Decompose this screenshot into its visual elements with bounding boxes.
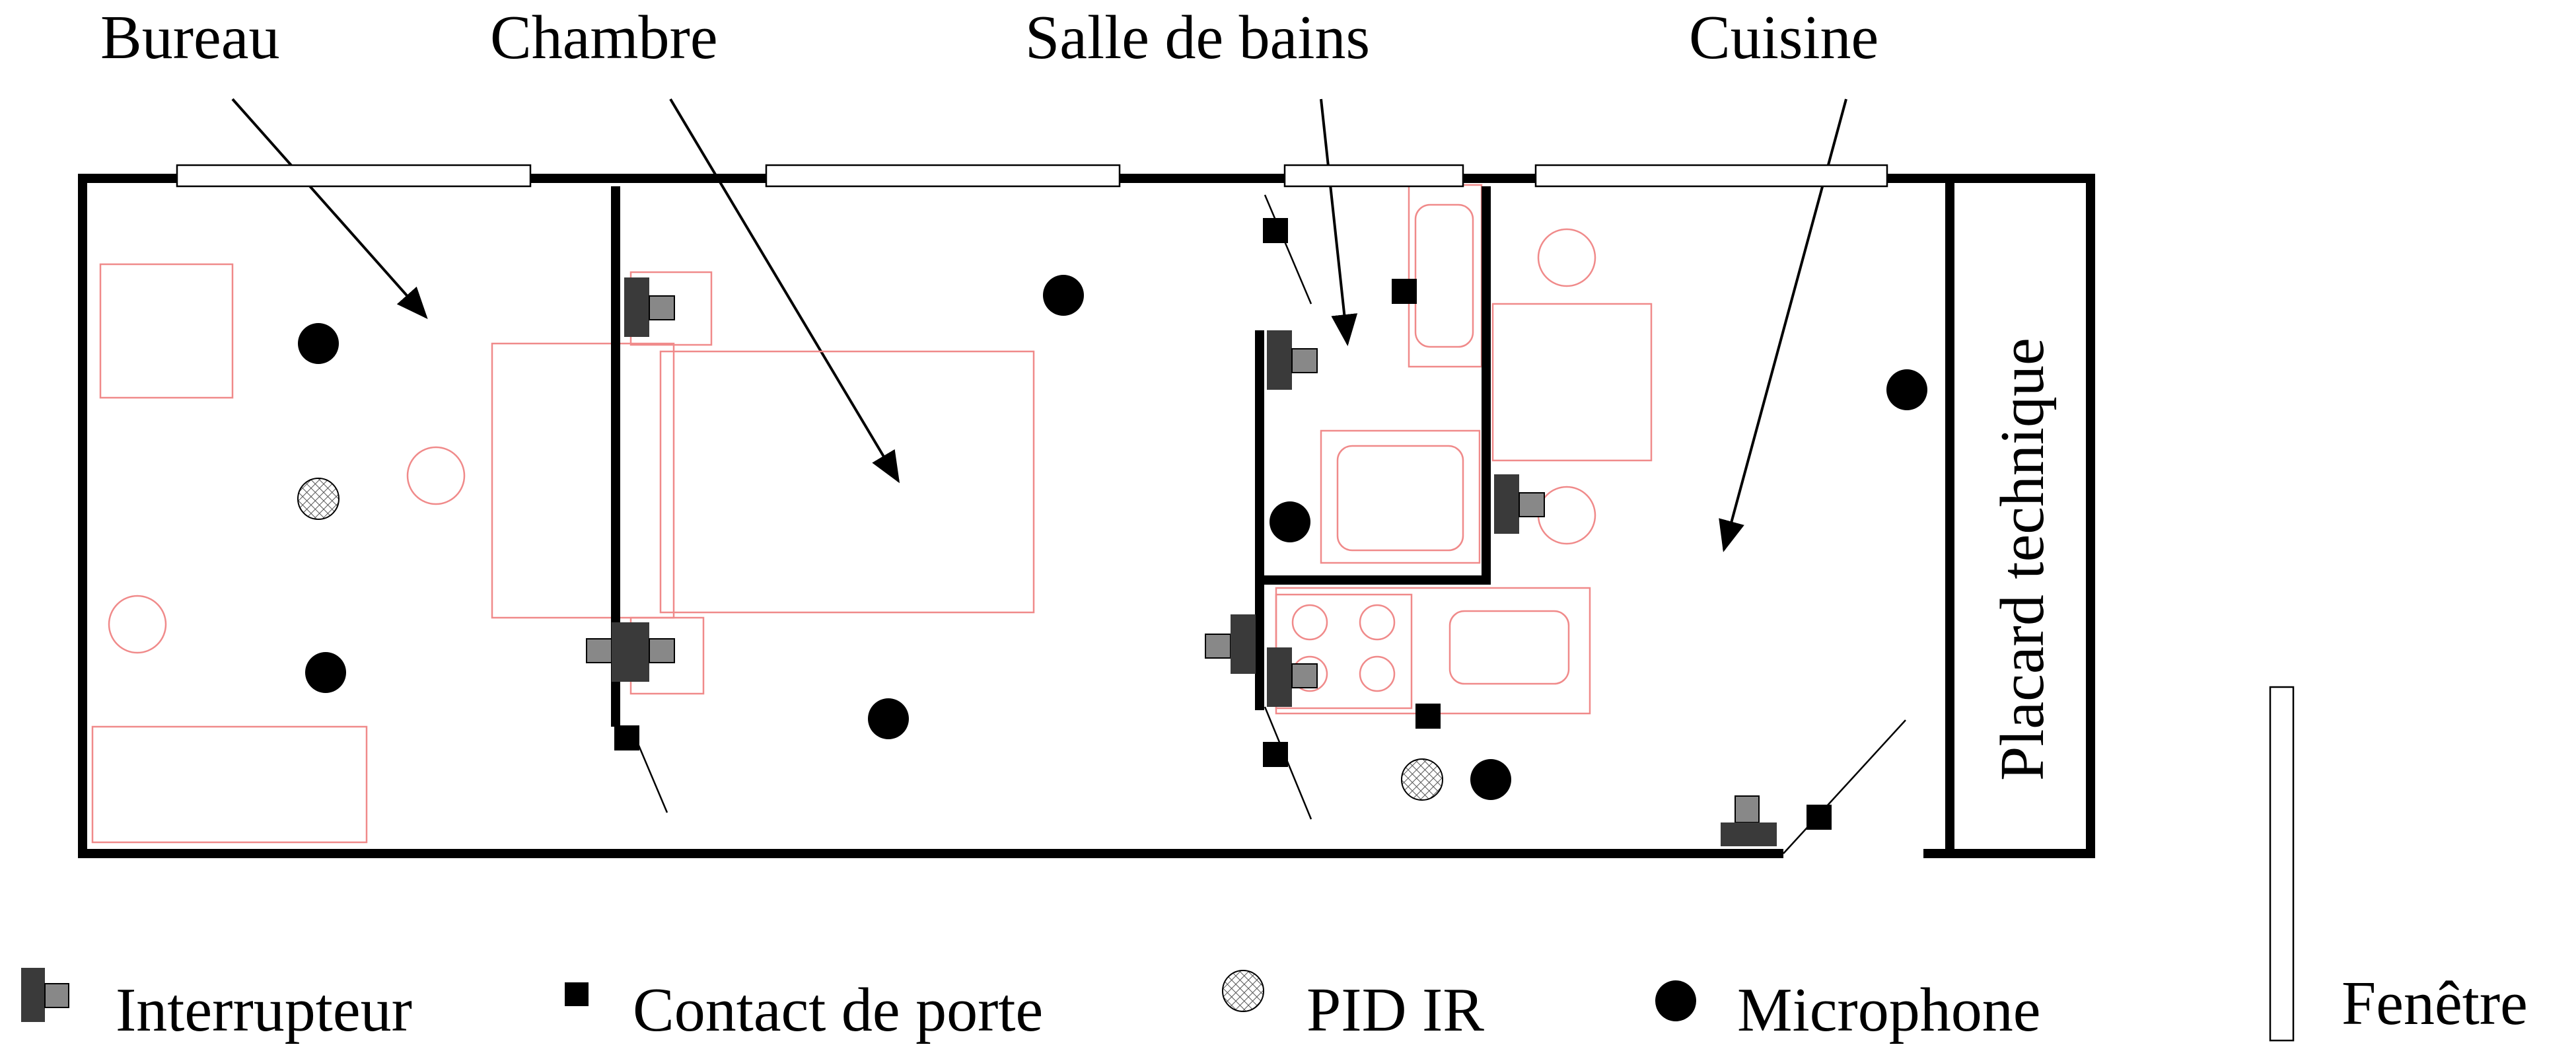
legend-contact-de-porte-icon xyxy=(565,982,589,1006)
contact-de-porte-icon xyxy=(1263,218,1288,243)
microphone-icon xyxy=(298,323,339,364)
windows xyxy=(176,164,1888,188)
microphone-icon xyxy=(1043,275,1084,316)
microphone-icon xyxy=(1886,369,1927,410)
microphone-icon xyxy=(1470,759,1511,800)
interrupteur-icon xyxy=(1205,614,1256,674)
interrupteur-icon xyxy=(1267,330,1318,390)
interrupteur-icon xyxy=(1494,474,1545,534)
legend-microphone-icon xyxy=(1655,980,1696,1021)
room-label-cuisine: Cuisine xyxy=(1689,3,1878,72)
room-label-bureau: Bureau xyxy=(100,3,279,72)
microphone-icon xyxy=(868,698,909,739)
interrupteur-icon xyxy=(1721,795,1777,846)
legend-fenetre-label: Fenêtre xyxy=(2342,969,2528,1038)
window xyxy=(176,164,532,188)
arrow-bureau xyxy=(231,98,428,319)
window xyxy=(765,164,1121,188)
legend: Interrupteur Contact de porte PID IR Mic… xyxy=(21,686,2528,1044)
pid-ir-icon xyxy=(297,478,340,520)
microphone-icon xyxy=(1270,501,1310,542)
interrupteur-icon xyxy=(624,277,675,337)
pid-ir-icon xyxy=(1401,758,1443,801)
room-label-salle-de-bains: Salle de bains xyxy=(1025,3,1370,72)
legend-microphone-label: Microphone xyxy=(1737,976,2040,1044)
window xyxy=(1283,164,1464,188)
microphone-icon xyxy=(305,652,346,693)
contact-de-porte-icon xyxy=(1392,279,1417,304)
window xyxy=(1534,164,1888,188)
interrupteur-icon xyxy=(624,622,675,682)
contact-de-porte-icon xyxy=(1263,742,1288,767)
legend-pid-ir-icon xyxy=(1222,970,1264,1012)
arrow-salle-de-bains xyxy=(1320,98,1358,346)
legend-interrupteur-label: Interrupteur xyxy=(116,976,412,1044)
room-label-placard-technique: Placard technique xyxy=(1988,338,2057,781)
contact-de-porte-icon xyxy=(614,725,639,750)
interrupteur-icon xyxy=(1267,647,1318,707)
legend-pid-ir-label: PID IR xyxy=(1306,976,1484,1044)
contacts-de-porte xyxy=(614,218,1832,830)
microphones xyxy=(298,275,1927,800)
legend-interrupteur-icon xyxy=(21,968,69,1022)
contact-de-porte-icon xyxy=(1807,805,1832,830)
walls xyxy=(78,174,2095,858)
room-label-chambre: Chambre xyxy=(490,3,718,72)
legend-contact-de-porte-label: Contact de porte xyxy=(633,976,1043,1044)
arrow-chambre xyxy=(669,98,900,484)
legend-fenetre-icon xyxy=(2269,686,2295,1042)
contact-de-porte-icon xyxy=(1415,704,1441,729)
